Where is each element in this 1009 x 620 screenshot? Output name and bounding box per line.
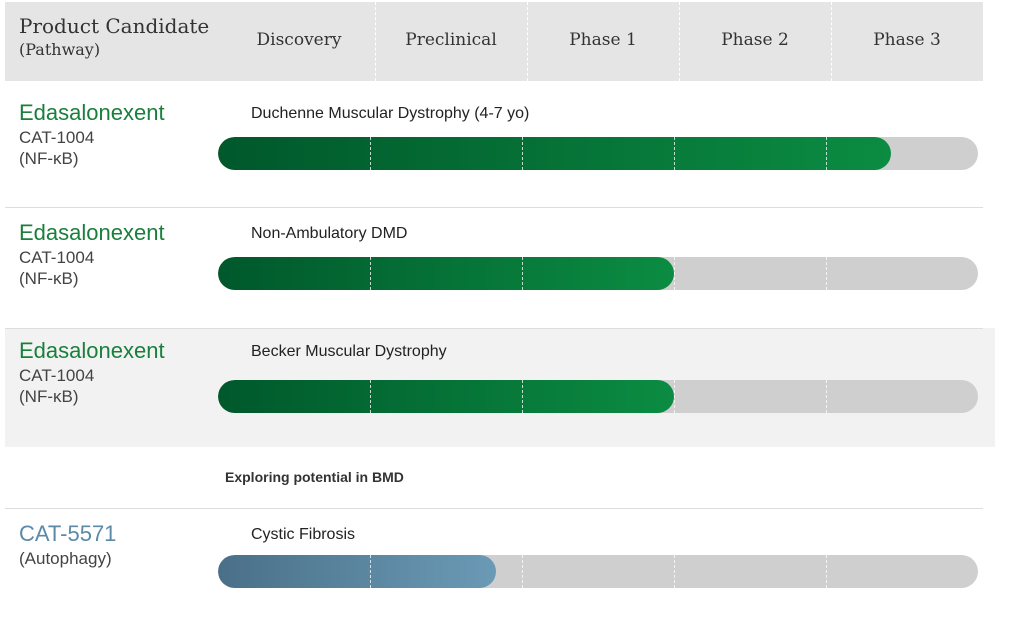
candidate-name: Edasalonexent — [19, 100, 165, 125]
stage-divider — [826, 137, 827, 170]
candidate-label: Edasalonexent CAT-1004 (NF-κB) — [19, 99, 165, 169]
stage-divider — [370, 555, 371, 588]
pipeline-header — [5, 2, 983, 81]
stage-divider — [522, 555, 523, 588]
progress-bar — [218, 137, 892, 170]
progress-bar — [218, 257, 674, 290]
row-separator — [5, 328, 983, 329]
candidate-pathway: (NF-κB) — [19, 386, 79, 406]
stage-divider — [370, 137, 371, 170]
progress-bar — [218, 555, 497, 588]
candidate-name: Edasalonexent — [19, 338, 165, 363]
stage-divider — [370, 380, 371, 413]
indication-label: Duchenne Muscular Dystrophy (4-7 yo) — [251, 105, 530, 122]
row-separator — [5, 508, 983, 509]
stage-phase-2: Phase 2 — [721, 30, 789, 50]
candidate-label: CAT-5571 (Autophagy) — [19, 520, 116, 569]
stage-divider — [522, 137, 523, 170]
stage-divider — [826, 555, 827, 588]
stage-divider — [674, 137, 675, 170]
stage-divider — [522, 380, 523, 413]
indication-label: Becker Muscular Dystrophy — [251, 343, 447, 360]
stage-discovery: Discovery — [256, 30, 342, 50]
header-divider — [831, 2, 832, 81]
stage-divider — [522, 257, 523, 290]
stage-divider — [674, 555, 675, 588]
candidate-pathway: (Autophagy) — [19, 548, 112, 568]
indication-label: Cystic Fibrosis — [251, 526, 356, 543]
stage-divider — [826, 257, 827, 290]
annotation-note: Exploring potential in BMD — [225, 469, 404, 485]
stage-divider — [826, 380, 827, 413]
header-divider — [375, 2, 376, 81]
candidate-code: CAT-1004 — [19, 247, 95, 267]
indication-label: Non-Ambulatory DMD — [251, 225, 408, 242]
candidate-pathway: (NF-κB) — [19, 148, 79, 168]
header-title-sub: (Pathway) — [19, 40, 101, 59]
header-title: Product Candidate (Pathway) — [19, 14, 209, 59]
candidate-pathway: (NF-κB) — [19, 268, 79, 288]
stage-phase-3: Phase 3 — [873, 30, 941, 50]
row-separator — [5, 207, 983, 208]
candidate-name: Edasalonexent — [19, 220, 165, 245]
candidate-label: Edasalonexent CAT-1004 (NF-κB) — [19, 219, 165, 289]
header-divider — [679, 2, 680, 81]
progress-bar — [218, 380, 674, 413]
progress-track — [218, 137, 978, 170]
progress-track — [218, 555, 978, 588]
header-divider — [527, 2, 528, 81]
candidate-label: Edasalonexent CAT-1004 (NF-κB) — [19, 337, 165, 407]
candidate-name: CAT-5571 — [19, 521, 117, 546]
stage-divider — [370, 257, 371, 290]
header-title-main: Product Candidate — [19, 14, 210, 38]
progress-track — [218, 257, 978, 290]
stage-preclinical: Preclinical — [405, 30, 497, 50]
progress-track — [218, 380, 978, 413]
candidate-code: CAT-1004 — [19, 365, 95, 385]
stage-phase-1: Phase 1 — [569, 30, 637, 50]
stage-divider — [674, 380, 675, 413]
stage-divider — [674, 257, 675, 290]
candidate-code: CAT-1004 — [19, 127, 95, 147]
